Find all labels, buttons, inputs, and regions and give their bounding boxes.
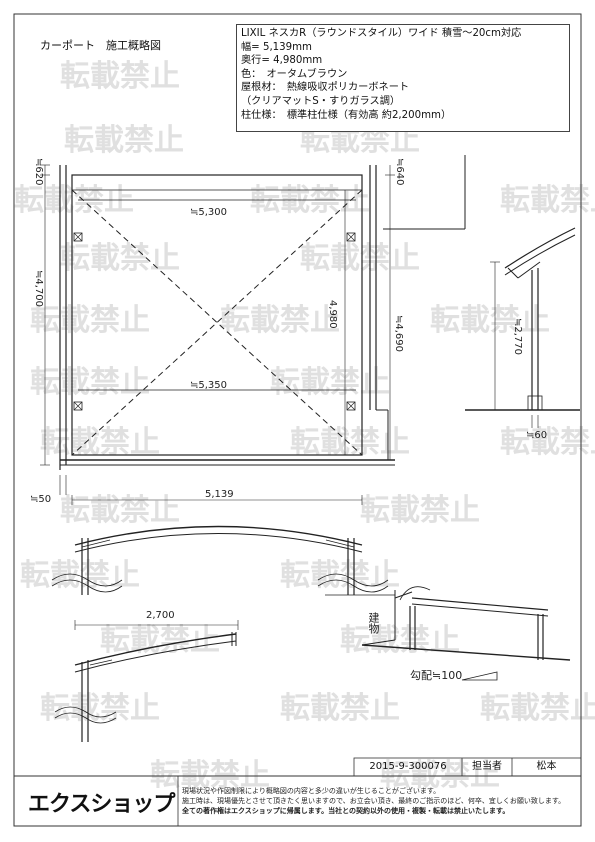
spec-line-depth: 奥行= 4,980mm [241,55,323,67]
watermark-text: 転載禁止 [40,691,160,726]
spec-line-pillar: 柱仕様： 標準柱仕様（有効高 約2,200mm） [241,109,452,121]
staff-name: 松本 [536,761,557,772]
watermark-text: 転載禁止 [14,183,134,218]
dim-4700: ≒4,700 [33,270,44,308]
footer-notice: 現場状況や作図制限により概略図の内容と多少の違いが生じることがございます。 施工… [182,786,572,816]
side-elevation [465,227,580,428]
dim-2770: ≒2,770 [512,318,523,356]
watermark-text: 転載禁止 [280,558,400,593]
watermark-text: 転載禁止 [60,493,180,528]
watermark-text: 転載禁止 [340,623,460,658]
slope-label: 勾配≒100 [410,669,463,682]
notice-line-2: 施工時は、現場優先とさせて頂きたく思いますので、お立会い頂き、最終のご指示のほど… [182,797,566,805]
notice-line-3: 全ての著作権はエクスショップに帰属します。当社との契約以外の使用・複製・転載は禁… [182,807,510,815]
drawing-title: カーポート 施工概略図 [40,39,161,52]
dim-4690: ≒4,690 [393,315,404,353]
watermark-text: 転載禁止 [30,365,150,400]
dim-5300: ≒5,300 [190,207,228,218]
watermark-text: 転載禁止 [360,493,480,528]
dim-5350: ≒5,350 [190,380,228,391]
notice-line-1: 現場状況や作図制限により概略図の内容と多少の違いが生じることがございます。 [182,787,441,795]
watermark-text: 転載禁止 [500,183,595,218]
spec-line-roof: 屋根材： 熱線吸収ポリカーボネート [241,82,410,94]
company-logo: エクスショップ [28,792,175,817]
watermark-text: 転載禁止 [30,303,150,338]
dim-640: ≒640 [394,158,405,186]
watermark-text: 転載禁止 [500,425,595,460]
watermark-text: 転載禁止 [60,241,180,276]
watermark-text: 転載禁止 [100,623,220,658]
dim-60: ≒60 [526,430,548,441]
sheet-border [13,13,582,827]
spec-box: LIXIL ネスカR（ラウンドスタイル）ワイド 積雪～20cm対応 幅= 5,1… [236,24,570,132]
dim-50: ≒50 [30,494,52,505]
watermark-text: 転載禁止 [60,59,180,94]
dim-5139: 5,139 [205,489,234,500]
side-elevation-lower [54,620,239,742]
spec-line-color: 色： オータムブラウン [241,68,348,80]
watermark-text: 転載禁止 [480,691,595,726]
watermark-text: 転載禁止 [64,123,184,158]
document-number: 2015-9-300076 [369,761,447,772]
plan-view [40,155,466,505]
watermark-text: 転載禁止 [220,303,340,338]
watermark-text: 転載禁止 [280,691,400,726]
front-elevation [51,525,389,595]
spec-line-roof-detail: （クリアマットS・すりガラス調） [241,95,401,107]
staff-label: 担当者 [472,761,502,772]
spec-line-width: 幅= 5,139mm [241,41,312,53]
dim-2700: 2,700 [146,610,175,621]
building-label: 建物 [367,612,380,634]
dim-620: ≒620 [33,158,44,186]
watermark-text: 転載禁止 [300,241,420,276]
footer-box [14,757,582,826]
slope-detail [325,586,571,681]
spec-line-product: LIXIL ネスカR（ラウンドスタイル）ワイド 積雪～20cm対応 [241,28,522,39]
dim-4980: 4,980 [327,300,338,329]
watermark-text: 転載禁止 [430,303,550,338]
